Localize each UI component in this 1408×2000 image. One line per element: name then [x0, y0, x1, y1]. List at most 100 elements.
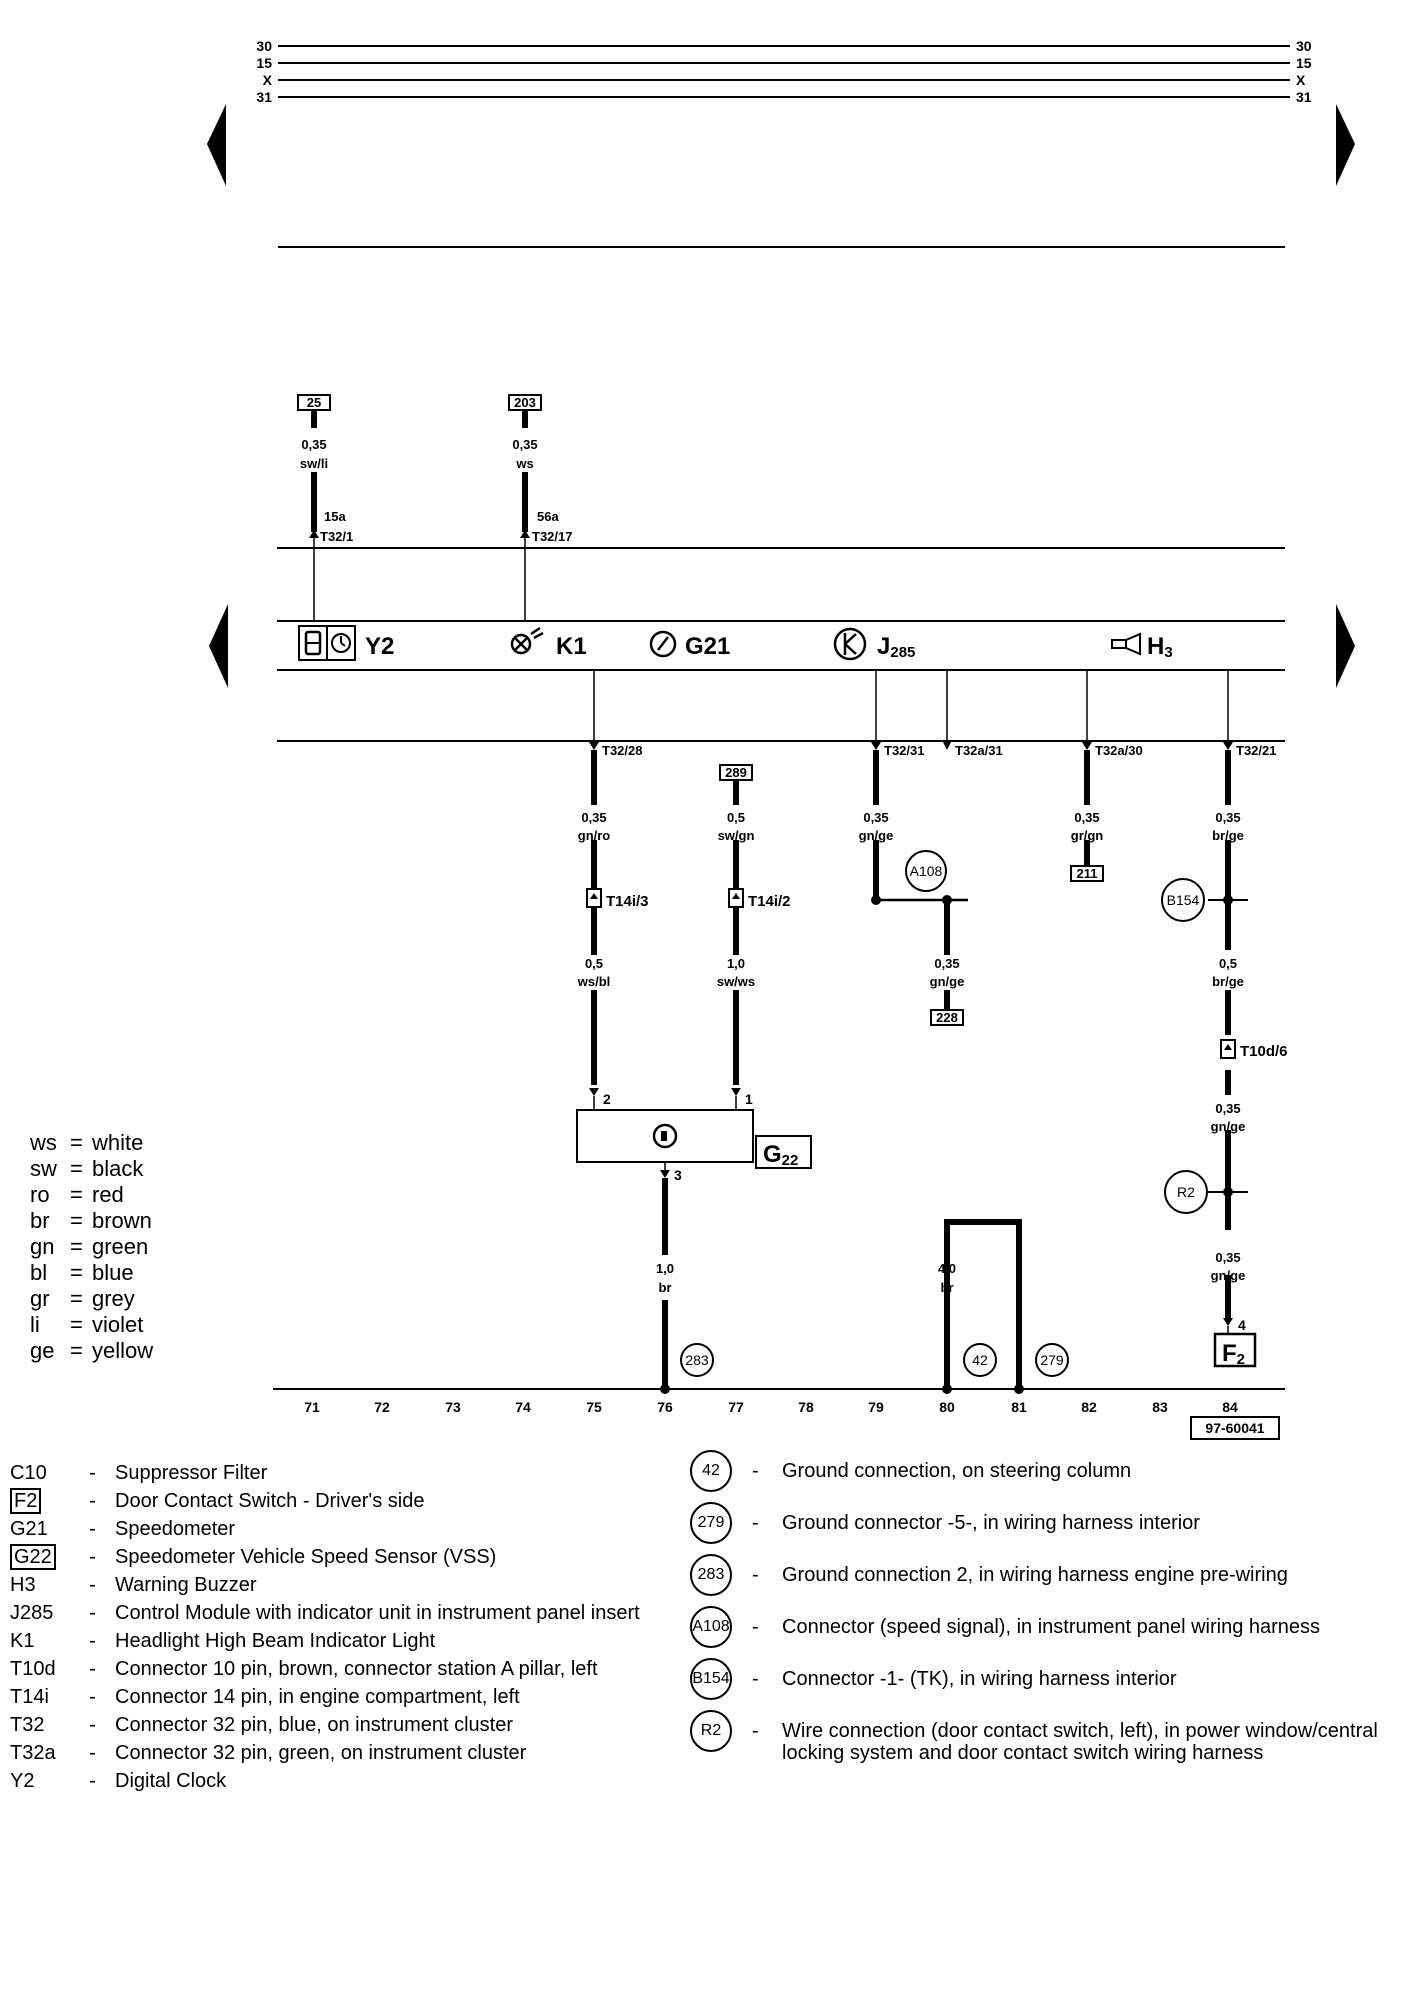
y2-size: 0,35 [301, 437, 326, 452]
connector-circle-icon: B154 [690, 1658, 732, 1700]
j285-color-b: gn/ge [930, 974, 965, 989]
control-module-icon [833, 627, 867, 661]
g22-supply-color-a: sw/gn [718, 828, 755, 843]
legend-code: G21 [10, 1518, 48, 1540]
color-name: red [92, 1182, 124, 1207]
legend-desc: Door Contact Switch - Driver's side [115, 1490, 425, 1512]
color-key-row: ws=white [30, 1130, 153, 1156]
wire-j285[interactable] [871, 670, 968, 1026]
legend-row: C10-Suppressor Filter [10, 1462, 670, 1484]
component-h3: H3 [1147, 633, 1173, 661]
prev-page-arrow-mid[interactable] [209, 604, 228, 688]
track-82: 82 [1081, 1399, 1097, 1415]
connector-t14i-2-icon [728, 888, 744, 908]
bus-label-31-left: 31 [256, 89, 272, 105]
track-80: 80 [939, 1399, 955, 1415]
component-y2: Y2 [365, 633, 394, 660]
f2-pin: T32/21 [1236, 743, 1276, 758]
connector-t14i-3-icon [586, 888, 602, 908]
j285-size-b: 0,35 [934, 956, 959, 971]
legend-code-text: F2 [10, 1488, 42, 1514]
k1-bottom-size-b: 0,5 [585, 956, 603, 971]
f2-color-a: br/ge [1212, 828, 1244, 843]
legend-desc: Suppressor Filter [115, 1462, 268, 1484]
f2-size-a: 0,35 [1215, 810, 1240, 825]
legend-code: T32a [10, 1742, 56, 1764]
color-eq: = [70, 1260, 83, 1285]
color-eq: = [70, 1338, 83, 1363]
legend-dash: - [89, 1602, 96, 1624]
legend-row: T10d-Connector 10 pin, brown, connector … [10, 1658, 670, 1680]
legend-row: H3-Warning Buzzer [10, 1574, 670, 1596]
color-key-row: li=violet [30, 1312, 153, 1338]
color-key-row: br=brown [30, 1208, 153, 1234]
legend-code: Y2 [10, 1770, 35, 1792]
legend-code: T32 [10, 1714, 45, 1736]
h3-pin: T32a/30 [1095, 743, 1143, 758]
ground-loop[interactable] [942, 1219, 1069, 1394]
prev-page-arrow-top[interactable] [207, 104, 226, 186]
legend-desc: Headlight High Beam Indicator Light [115, 1630, 436, 1652]
legend-code-text: G22 [10, 1544, 56, 1570]
h3-ref: 211 [1077, 866, 1098, 881]
speed-sensor-g22[interactable] [576, 1109, 812, 1169]
legend-dash: - [752, 1668, 759, 1690]
legend-dash: - [752, 1564, 759, 1586]
y2-color: sw/li [300, 456, 328, 471]
warning-buzzer-icon [1111, 632, 1141, 656]
color-key-row: gr=grey [30, 1286, 153, 1312]
connection-legend: 42-Ground connection, on steering column… [690, 1450, 1390, 1774]
k1-bottom-pin: T32/28 [602, 743, 642, 758]
color-abbr: gn [30, 1234, 55, 1259]
component-j285: J285 [877, 633, 915, 661]
legend-dash: - [89, 1658, 96, 1680]
bus-label-30-left: 30 [256, 38, 272, 54]
legend-desc: Connector 14 pin, in engine compartment,… [115, 1686, 520, 1708]
color-eq: = [70, 1286, 83, 1311]
connection-legend-row: 279-Ground connector -5-, in wiring harn… [690, 1502, 1390, 1544]
wire-h3[interactable] [1070, 670, 1104, 882]
legend-desc: Ground connection 2, in wiring harness e… [782, 1564, 1288, 1586]
legend-dash: - [752, 1460, 759, 1482]
g22-supply-ref: 289 [725, 765, 747, 780]
g22-supply-size-a: 0,5 [727, 810, 745, 825]
wire-connection-circle-icon: R2 [690, 1710, 732, 1752]
wire-y2[interactable] [297, 394, 331, 621]
ground-279-label: 279 [1040, 1352, 1064, 1368]
k1-top-pin: T32/17 [532, 529, 572, 544]
color-name: grey [92, 1286, 135, 1311]
wire-f2[interactable] [1161, 670, 1257, 1368]
color-key-row: gn=green [30, 1234, 153, 1260]
wire-g22-ground[interactable] [660, 1162, 714, 1394]
legend-desc: Warning Buzzer [115, 1574, 257, 1596]
j285-color: gn/ge [859, 828, 894, 843]
h3-color: gr/gn [1071, 828, 1104, 843]
next-page-arrow-top[interactable] [1336, 104, 1355, 186]
g22-supply-size-b: 1,0 [727, 956, 745, 971]
f2-connector-pin: 4 [1238, 1317, 1246, 1333]
bus-label-x-left: X [263, 72, 273, 88]
j285-pin: T32/31 [884, 743, 924, 758]
track-78: 78 [798, 1399, 814, 1415]
color-abbr: ws [30, 1130, 57, 1155]
track-83: 83 [1152, 1399, 1168, 1415]
legend-row: T14i-Connector 14 pin, in engine compart… [10, 1686, 670, 1708]
legend-desc: Speedometer [115, 1518, 236, 1540]
color-key-row: sw=black [30, 1156, 153, 1182]
ground-283-label: 283 [685, 1352, 709, 1368]
wire-k1-top[interactable] [508, 394, 542, 621]
ground-loop-size: 4,0 [938, 1261, 956, 1276]
next-page-arrow-mid[interactable] [1336, 604, 1355, 688]
color-abbr: bl [30, 1260, 48, 1285]
legend-dash: - [89, 1686, 96, 1708]
h3-size: 0,35 [1074, 810, 1099, 825]
y2-term: 15a [324, 509, 346, 524]
color-name: blue [92, 1260, 134, 1285]
g22-ground-color: br [659, 1280, 672, 1295]
diagram-id-box [1190, 1416, 1280, 1440]
legend-desc: Digital Clock [115, 1770, 227, 1792]
track-71: 71 [304, 1399, 320, 1415]
track-73: 73 [445, 1399, 461, 1415]
legend-dash: - [89, 1462, 96, 1484]
color-name: white [92, 1130, 144, 1155]
